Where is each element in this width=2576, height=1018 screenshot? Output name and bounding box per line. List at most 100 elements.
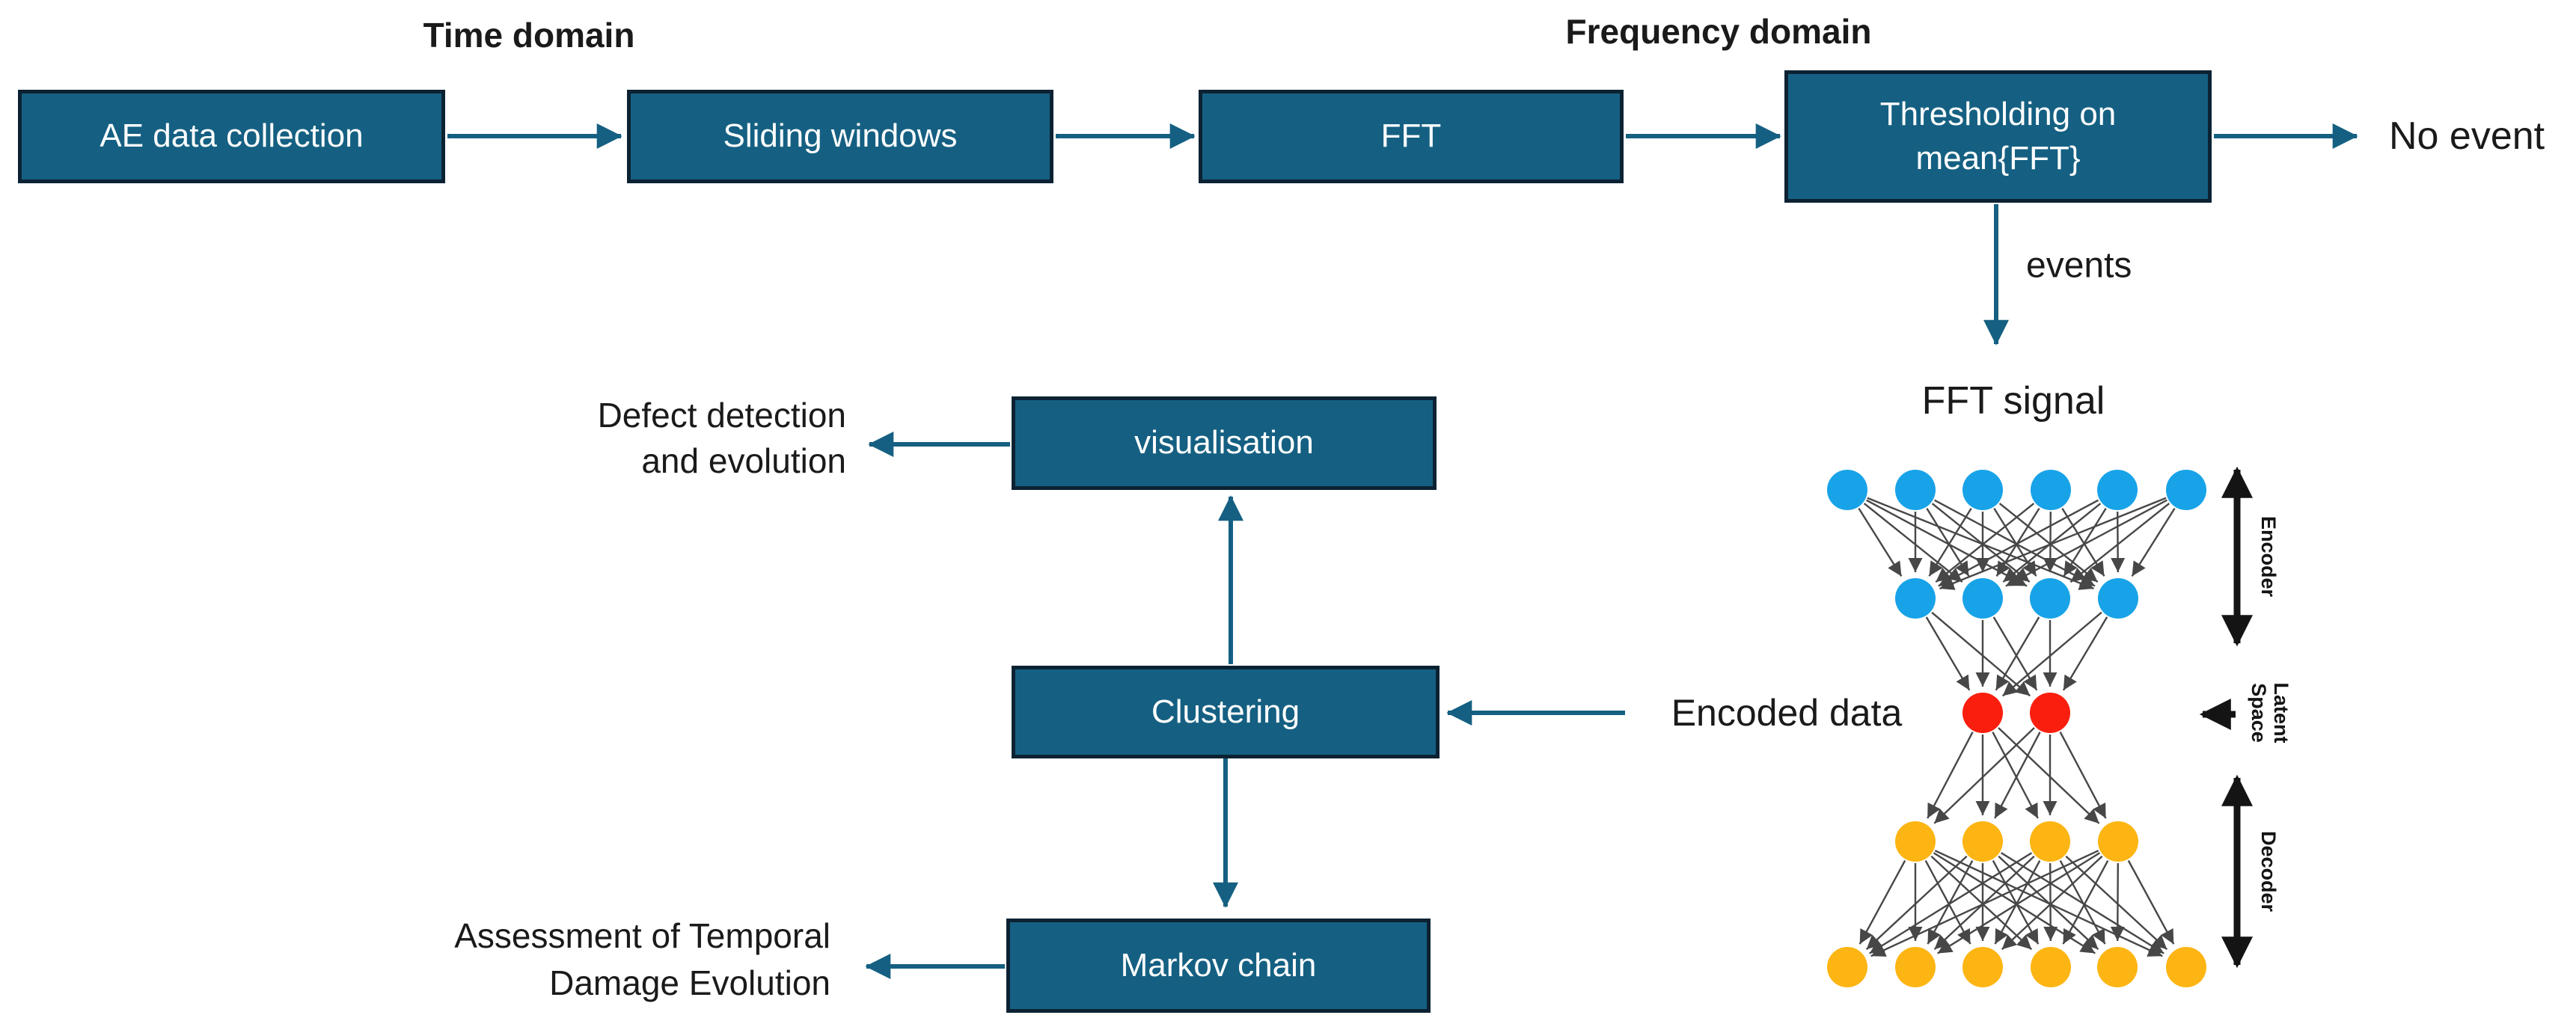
latent-space-label: Latent Space (2248, 683, 2292, 743)
encoded-data-label: Encoded data (1671, 692, 1903, 734)
encoder-hidden-layer-node (1962, 578, 2003, 619)
output-layer-node (1962, 947, 2003, 987)
input-layer-node (2166, 470, 2206, 510)
autoencoder-edge (2062, 616, 2108, 691)
decoder-hidden-layer-node (1962, 821, 2003, 862)
autoencoder-edge (1998, 855, 2099, 950)
autoencoder-edge (1998, 727, 2100, 824)
autoencoder-edge (2059, 860, 2106, 945)
autoencoder-edge (1939, 497, 2167, 590)
box-thresholding-label-line1: Thresholding on (1879, 96, 2117, 133)
box-sliding-windows-label: Sliding windows (723, 117, 958, 155)
autoencoder-edge (1925, 616, 1971, 691)
latent-space-line1: Latent (2270, 682, 2293, 743)
autoencoder-nodes (1827, 470, 2206, 987)
defect-detection-line2: and evolution (641, 441, 846, 480)
encoder-hidden-layer-node (2098, 578, 2138, 619)
fft-signal-label: FFT signal (1921, 379, 2105, 423)
autoencoder-edges (1858, 497, 2176, 957)
box-clustering: Clustering (1012, 666, 1440, 758)
box-markov-chain-label: Markov chain (1120, 946, 1317, 984)
box-visualisation: visualisation (1012, 396, 1437, 490)
box-markov-chain: Markov chain (1006, 919, 1431, 1013)
autoencoder-edge (2111, 511, 2126, 573)
latent-layer-node (2030, 693, 2070, 733)
box-fft-label: FFT (1380, 117, 1442, 155)
autoencoder-edge (1926, 507, 1970, 577)
input-layer-node (1895, 470, 1936, 510)
autoencoder-edge (2001, 611, 2102, 697)
autoencoder-edge (2131, 507, 2176, 577)
autoencoder-edge (1933, 727, 2035, 824)
autoencoder-edge (1865, 855, 1968, 951)
autoencoder-edge (1995, 616, 2040, 691)
defect-detection-label: Defect detection and evolution (598, 393, 846, 484)
autoencoder-edge (1938, 499, 2099, 587)
box-thresholding-label-line2: mean{FFT} (1915, 139, 2081, 177)
latent-layer-node (1962, 693, 2003, 733)
autoencoder-edge (1992, 859, 2040, 945)
autoencoder-edge (2127, 859, 2175, 945)
autoencoder-edge (1858, 859, 1906, 945)
input-layer-node (2097, 470, 2138, 510)
autoencoder-edge (2065, 855, 2168, 951)
autoencoder-edge (1994, 860, 2041, 945)
autoencoder-edge (1935, 503, 2035, 583)
autoencoder-edge (1994, 732, 2041, 819)
autoencoder-edge (2043, 862, 2058, 942)
assessment-label: Assessment of Temporal Damage Evolution (454, 913, 830, 1007)
frequency-domain-label: Frequency domain (1565, 12, 1872, 51)
autoencoder-edge (2005, 499, 2167, 587)
assessment-line2: Damage Evolution (549, 963, 830, 1002)
autoencoder-edge (1930, 855, 2033, 951)
box-visualisation-label: visualisation (1134, 424, 1314, 462)
encoder-hidden-layer-node (1895, 578, 1936, 619)
latent-space-line2: Space (2248, 683, 2270, 743)
autoencoder-edge (1870, 850, 2099, 957)
autoencoder-edge (1869, 852, 2033, 954)
box-sliding-windows: Sliding windows (627, 90, 1053, 183)
autoencoder-edge (2063, 507, 2107, 577)
input-layer-node (1827, 470, 1867, 510)
assessment-line1: Assessment of Temporal (454, 916, 830, 955)
autoencoder-edge (2062, 860, 2109, 945)
box-ae-data-collection: AE data collection (18, 90, 445, 183)
decoder-hidden-layer-node (1895, 821, 1936, 862)
autoencoder-edge (2061, 507, 2105, 577)
autoencoder-edge (1937, 852, 2101, 954)
autoencoder-edge (1927, 732, 1974, 819)
autoencoder-edge (2001, 855, 2103, 951)
autoencoder-edge (1928, 507, 1972, 577)
encoder-hidden-layer-node (2030, 578, 2070, 619)
output-layer-node (1895, 947, 1936, 987)
time-domain-label: Time domain (423, 16, 635, 55)
decoder-label: Decoder (2257, 830, 2280, 913)
autoencoder-edge (1858, 507, 1903, 577)
input-layer-node (1962, 470, 2003, 510)
defect-detection-line1: Defect detection (597, 396, 846, 435)
autoencoder-edge (1992, 616, 2038, 691)
no-event-label: No event (2389, 114, 2545, 158)
events-label: events (2026, 245, 2132, 286)
autoencoder-edge (1993, 507, 2037, 577)
autoencoder-edge (2002, 503, 2102, 583)
output-layer-node (2166, 947, 2206, 987)
autoencoder-edge (1992, 732, 2039, 819)
autoencoder-edge (2059, 732, 2107, 819)
autoencoder-edge (1927, 860, 1974, 945)
box-ae-data-collection-label: AE data collection (100, 117, 364, 155)
box-clustering-label: Clustering (1151, 693, 1300, 730)
output-layer-node (2031, 947, 2071, 987)
autoencoder-edge (1924, 860, 1971, 945)
box-fft: FFT (1199, 90, 1624, 183)
autoencoder-edge (2069, 503, 2170, 583)
autoencoder-edge (2110, 862, 2125, 942)
box-thresholding: Thresholding on mean{FFT} (1784, 70, 2212, 203)
output-layer-node (2097, 947, 2138, 987)
decoder-hidden-layer-node (2030, 821, 2070, 862)
decoder-hidden-layer-node (2098, 821, 2138, 862)
input-layer-node (2031, 470, 2071, 510)
output-layer-node (1827, 947, 1867, 987)
